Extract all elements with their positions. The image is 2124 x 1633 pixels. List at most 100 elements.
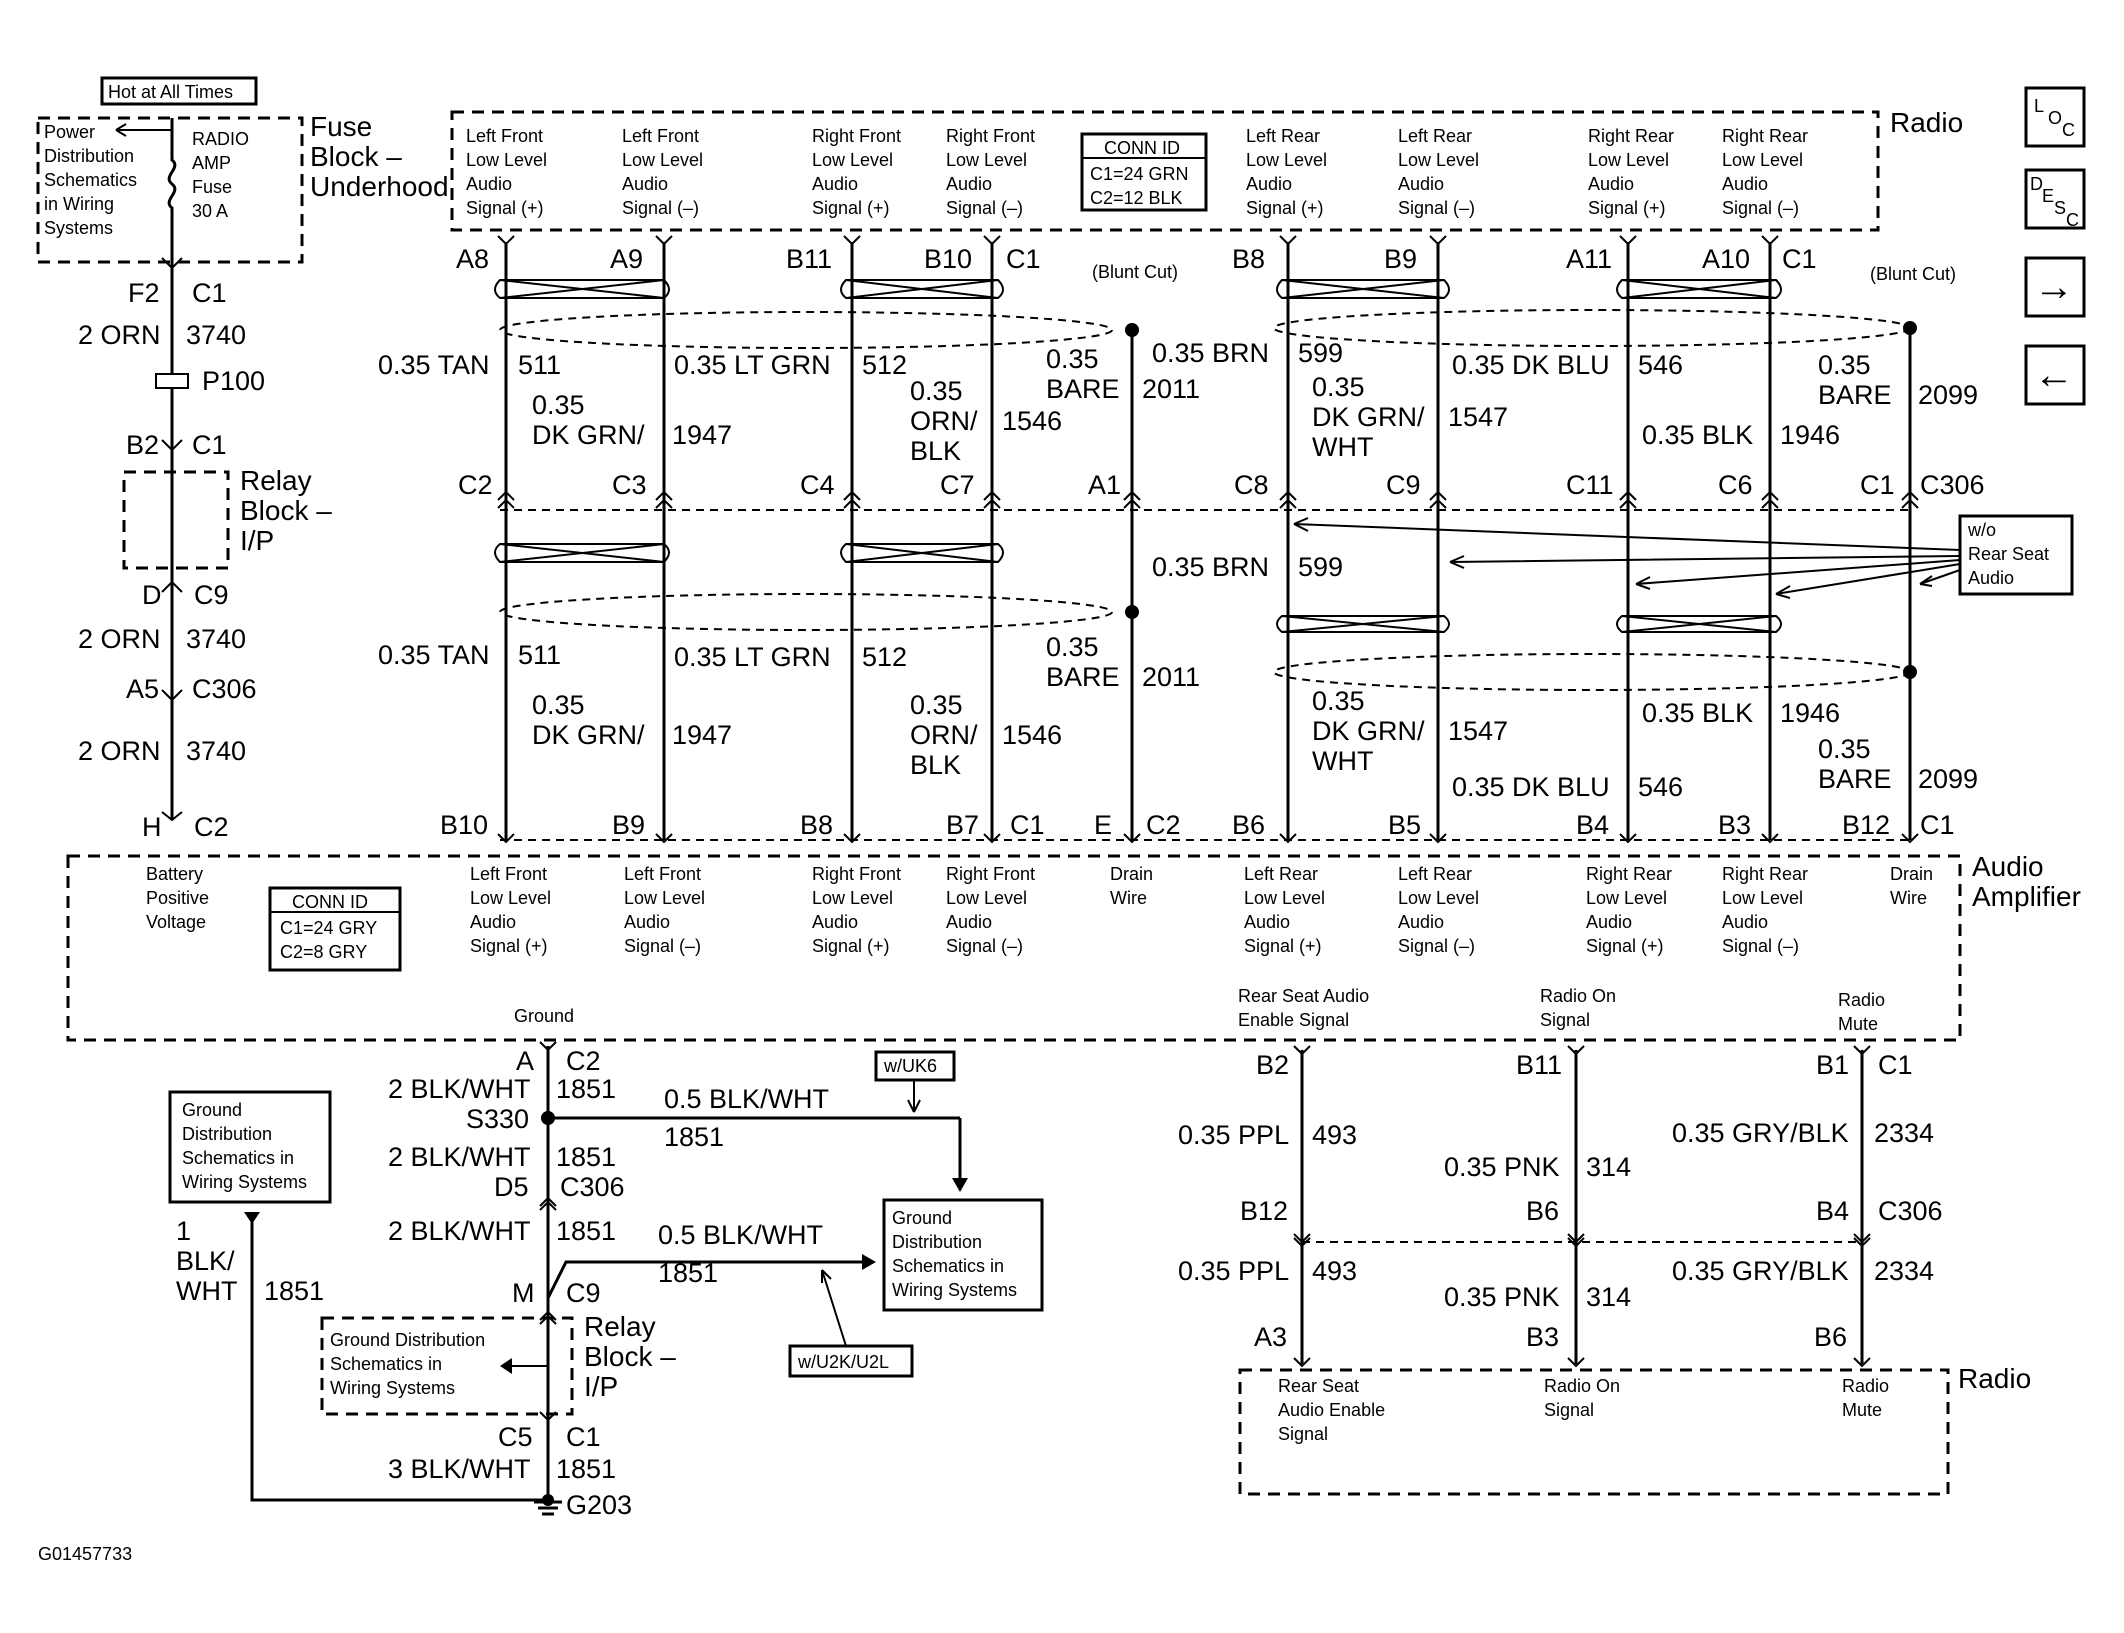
splice-dot-icon [1125, 323, 1139, 337]
svg-text:Low Level: Low Level [470, 888, 551, 908]
svg-text:C1: C1 [1782, 244, 1817, 274]
svg-text:M: M [512, 1278, 535, 1308]
svg-text:Signal (–): Signal (–) [946, 936, 1023, 956]
svg-text:Signal (+): Signal (+) [812, 198, 890, 218]
svg-text:ORN/: ORN/ [910, 406, 978, 436]
svg-text:Left Rear: Left Rear [1398, 126, 1472, 146]
svg-text:Left Front: Left Front [466, 126, 543, 146]
svg-text:C2: C2 [194, 812, 229, 842]
svg-text:Ground Distribution: Ground Distribution [330, 1330, 485, 1350]
svg-text:Audio: Audio [470, 912, 516, 932]
prev-page-button[interactable]: ← [2024, 344, 2086, 406]
svg-text:BARE: BARE [1818, 764, 1892, 794]
svg-text:B10: B10 [440, 810, 488, 840]
svg-text:Low Level: Low Level [946, 888, 1027, 908]
svg-text:Signal (–): Signal (–) [622, 198, 699, 218]
svg-text:Low Level: Low Level [1398, 150, 1479, 170]
svg-text:493: 493 [1312, 1256, 1357, 1286]
svg-text:Relay: Relay [240, 465, 312, 496]
svg-text:0.5 BLK/WHT: 0.5 BLK/WHT [658, 1220, 823, 1250]
svg-text:DK GRN/: DK GRN/ [1312, 402, 1425, 432]
svg-text:0.35: 0.35 [532, 390, 585, 420]
svg-text:0.35 BLK: 0.35 BLK [1642, 420, 1753, 450]
svg-text:BARE: BARE [1818, 380, 1892, 410]
svg-text:599: 599 [1298, 552, 1343, 582]
audio-amplifier-component: Audio Amplifier Battery Positive Voltage… [66, 851, 2081, 1042]
ground-ref-arrow-icon [862, 1254, 876, 1270]
svg-text:S330: S330 [466, 1104, 529, 1134]
svg-text:Distribution: Distribution [182, 1124, 272, 1144]
svg-text:Rear Seat: Rear Seat [1968, 544, 2049, 564]
svg-text:C1: C1 [192, 430, 227, 460]
svg-text:C2: C2 [566, 1046, 601, 1076]
loc-button[interactable]: L O C [2024, 86, 2086, 148]
svg-text:DK GRN/: DK GRN/ [1312, 716, 1425, 746]
svg-text:0.35 TAN: 0.35 TAN [378, 640, 490, 670]
battery-feed-circuit: F2 C1 2 ORN 3740 P100 B2 C1 Relay Block … [78, 257, 332, 842]
svg-text:Right Front: Right Front [946, 126, 1035, 146]
svg-text:H: H [142, 812, 162, 842]
desc-button[interactable]: D E S C [2024, 168, 2086, 230]
svg-text:B9: B9 [612, 810, 645, 840]
svg-text:C9: C9 [1386, 470, 1421, 500]
svg-text:C1: C1 [1006, 244, 1041, 274]
radio-conn-id: CONN ID C1=24 GRN C2=12 BLK [1080, 132, 1208, 212]
svg-text:2011: 2011 [1142, 662, 1200, 692]
svg-text:Right Front: Right Front [812, 864, 901, 884]
svg-text:0.35 PNK: 0.35 PNK [1444, 1152, 1560, 1182]
svg-text:Signal (+): Signal (+) [812, 936, 890, 956]
svg-text:Distribution: Distribution [892, 1232, 982, 1252]
lower-wire-labels: 0.35 BRN 599 0.35 TAN 511 0.35 DK GRN/ 1… [378, 552, 1978, 802]
svg-text:A3: A3 [1254, 1322, 1287, 1352]
next-page-button[interactable]: → [2024, 256, 2086, 318]
svg-text:Left Rear: Left Rear [1398, 864, 1472, 884]
ground-distribution-callout: Ground Distribution Schematics in Wiring… [882, 1198, 1044, 1312]
svg-text:Audio Enable: Audio Enable [1278, 1400, 1385, 1420]
radio-control-circuit: B2 B11 B1 C1 0.35 PPL 493 0.35 PNK 314 0… [1178, 1045, 1943, 1368]
amp-drain-wire-2: Drain Wire [1890, 864, 1933, 908]
svg-text:Audio: Audio [1246, 174, 1292, 194]
svg-text:C1: C1 [1860, 470, 1895, 500]
svg-text:0.35 BLK: 0.35 BLK [1642, 698, 1753, 728]
svg-text:0.35: 0.35 [1818, 350, 1871, 380]
svg-text:1851: 1851 [264, 1276, 324, 1306]
svg-text:30 A: 30 A [192, 201, 228, 221]
svg-text:L: L [2034, 96, 2044, 116]
svg-text:C1: C1 [566, 1422, 601, 1452]
svg-text:A10: A10 [1702, 244, 1750, 274]
svg-text:1546: 1546 [1002, 720, 1062, 750]
svg-text:2099: 2099 [1918, 764, 1978, 794]
svg-text:Radio On: Radio On [1540, 986, 1616, 1006]
svg-text:CONN ID: CONN ID [292, 892, 368, 912]
svg-text:(Blunt Cut): (Blunt Cut) [1870, 264, 1956, 284]
svg-text:Low Level: Low Level [1244, 888, 1325, 908]
svg-text:Fuse: Fuse [192, 177, 232, 197]
svg-text:B11: B11 [786, 244, 832, 274]
svg-text:0.35: 0.35 [532, 690, 585, 720]
fuse-icon [167, 118, 177, 262]
svg-text:0.35 PPL: 0.35 PPL [1178, 1256, 1289, 1286]
splice-dot-icon [1903, 665, 1917, 679]
svg-text:Drain: Drain [1890, 864, 1933, 884]
svg-text:Right Rear: Right Rear [1586, 864, 1672, 884]
svg-text:P100: P100 [202, 366, 265, 396]
svg-text:C9: C9 [566, 1278, 601, 1308]
svg-text:Radio: Radio [1958, 1363, 2031, 1394]
svg-text:Right Rear: Right Rear [1722, 126, 1808, 146]
svg-text:Radio On: Radio On [1544, 1376, 1620, 1396]
svg-text:Block –: Block – [240, 495, 332, 526]
svg-text:AMP: AMP [192, 153, 231, 173]
svg-text:Low Level: Low Level [624, 888, 705, 908]
svg-text:546: 546 [1638, 350, 1683, 380]
svg-text:B2: B2 [126, 430, 159, 460]
svg-text:C7: C7 [940, 470, 975, 500]
svg-text:Schematics: Schematics [44, 170, 137, 190]
svg-text:Low Level: Low Level [1722, 888, 1803, 908]
svg-text:Audio: Audio [466, 174, 512, 194]
power-arrow-icon [115, 123, 172, 137]
svg-text:0.35: 0.35 [1312, 686, 1365, 716]
svg-text:599: 599 [1298, 338, 1343, 368]
svg-text:B2: B2 [1256, 1050, 1289, 1080]
svg-text:Right Rear: Right Rear [1722, 864, 1808, 884]
svg-text:Audio: Audio [1972, 851, 2044, 882]
